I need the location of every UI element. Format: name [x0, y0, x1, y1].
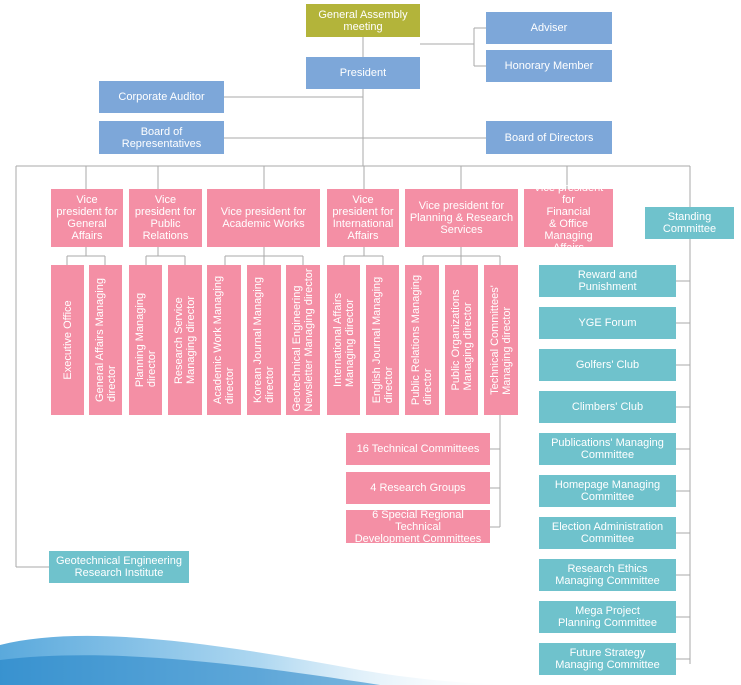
president-box: President — [306, 57, 420, 89]
director-label: Planning Managing director — [133, 292, 158, 388]
director-box: Public Relations Managing director — [405, 265, 439, 415]
director-label: International Affairs Managing director — [331, 293, 356, 387]
committee-box: Future Strategy Managing Committee — [539, 643, 676, 675]
director-box: Research Service Managing director — [168, 265, 202, 415]
committee-box: Mega Project Planning Committee — [539, 601, 676, 633]
committee-box: Reward and Punishment — [539, 265, 676, 297]
committee-box: Homepage Managing Committee — [539, 475, 676, 507]
vp-financial-office-box: Vice president for Financial & Office Ma… — [524, 182, 613, 254]
vp-international-affairs-box: Vice president for International Affairs — [327, 189, 399, 247]
regional-development-committees-box: 6 Special Regional Technical Development… — [346, 509, 490, 545]
director-box: Academic Work Managing director — [207, 265, 241, 415]
general-assembly-box: General Assembly meeting — [306, 4, 420, 37]
committee-box: Climbers' Club — [539, 391, 676, 423]
director-box: English Journal Managing director — [366, 265, 399, 415]
director-label: General Affairs Managing director — [93, 278, 118, 402]
adviser-box: Adviser — [486, 12, 612, 44]
committee-box: Research Ethics Managing Committee — [539, 559, 676, 591]
research-groups-box: 4 Research Groups — [346, 472, 490, 504]
director-box: Korean Journal Managing director — [247, 265, 281, 415]
committee-box: YGE Forum — [539, 307, 676, 339]
board-of-representatives-box: Board of Representatives — [99, 121, 224, 154]
vp-public-relations-box: Vice president for Public Relations — [129, 189, 202, 247]
director-label: Executive Office — [61, 300, 74, 380]
vp-academic-works-box: Vice president for Academic Works — [207, 189, 320, 247]
director-label: Geotechnical Engineering Newsletter Mana… — [291, 268, 315, 412]
standing-committee-box: Standing Committee — [645, 207, 734, 239]
director-box: Geotechnical Engineering Newsletter Mana… — [286, 265, 320, 415]
honorary-member-box: Honorary Member — [486, 50, 612, 82]
research-institute-box: Geotechnical Engineering Research Instit… — [49, 551, 189, 583]
committee-box: Election Administration Committee — [539, 517, 676, 549]
technical-committees-box: 16 Technical Committees — [346, 433, 490, 465]
director-box: International Affairs Managing director — [327, 265, 360, 415]
director-box: Technical Committees' Managing director — [484, 265, 518, 415]
director-box: Planning Managing director — [129, 265, 162, 415]
vp-planning-research-box: Vice president for Planning & Research S… — [405, 189, 518, 247]
director-label: Public Organizations Managing director — [449, 289, 474, 391]
vp-general-affairs-box: Vice president for General Affairs — [51, 189, 123, 247]
director-label: Technical Committees' Managing director — [489, 285, 513, 395]
director-label: English Journal Managing director — [370, 276, 395, 404]
director-box: Executive Office — [51, 265, 84, 415]
committee-box: Golfers' Club — [539, 349, 676, 381]
director-label: Research Service Managing director — [173, 295, 197, 385]
committee-box: Publications' Managing Committee — [539, 433, 676, 465]
director-box: General Affairs Managing director — [89, 265, 122, 415]
director-label: Public Relations Managing director — [410, 274, 434, 406]
director-label: Korean Journal Managing director — [252, 277, 276, 403]
director-label: Academic Work Managing director — [212, 275, 236, 405]
director-box: Public Organizations Managing director — [445, 265, 478, 415]
corporate-auditor-box: Corporate Auditor — [99, 81, 224, 113]
board-of-directors-box: Board of Directors — [486, 121, 612, 154]
